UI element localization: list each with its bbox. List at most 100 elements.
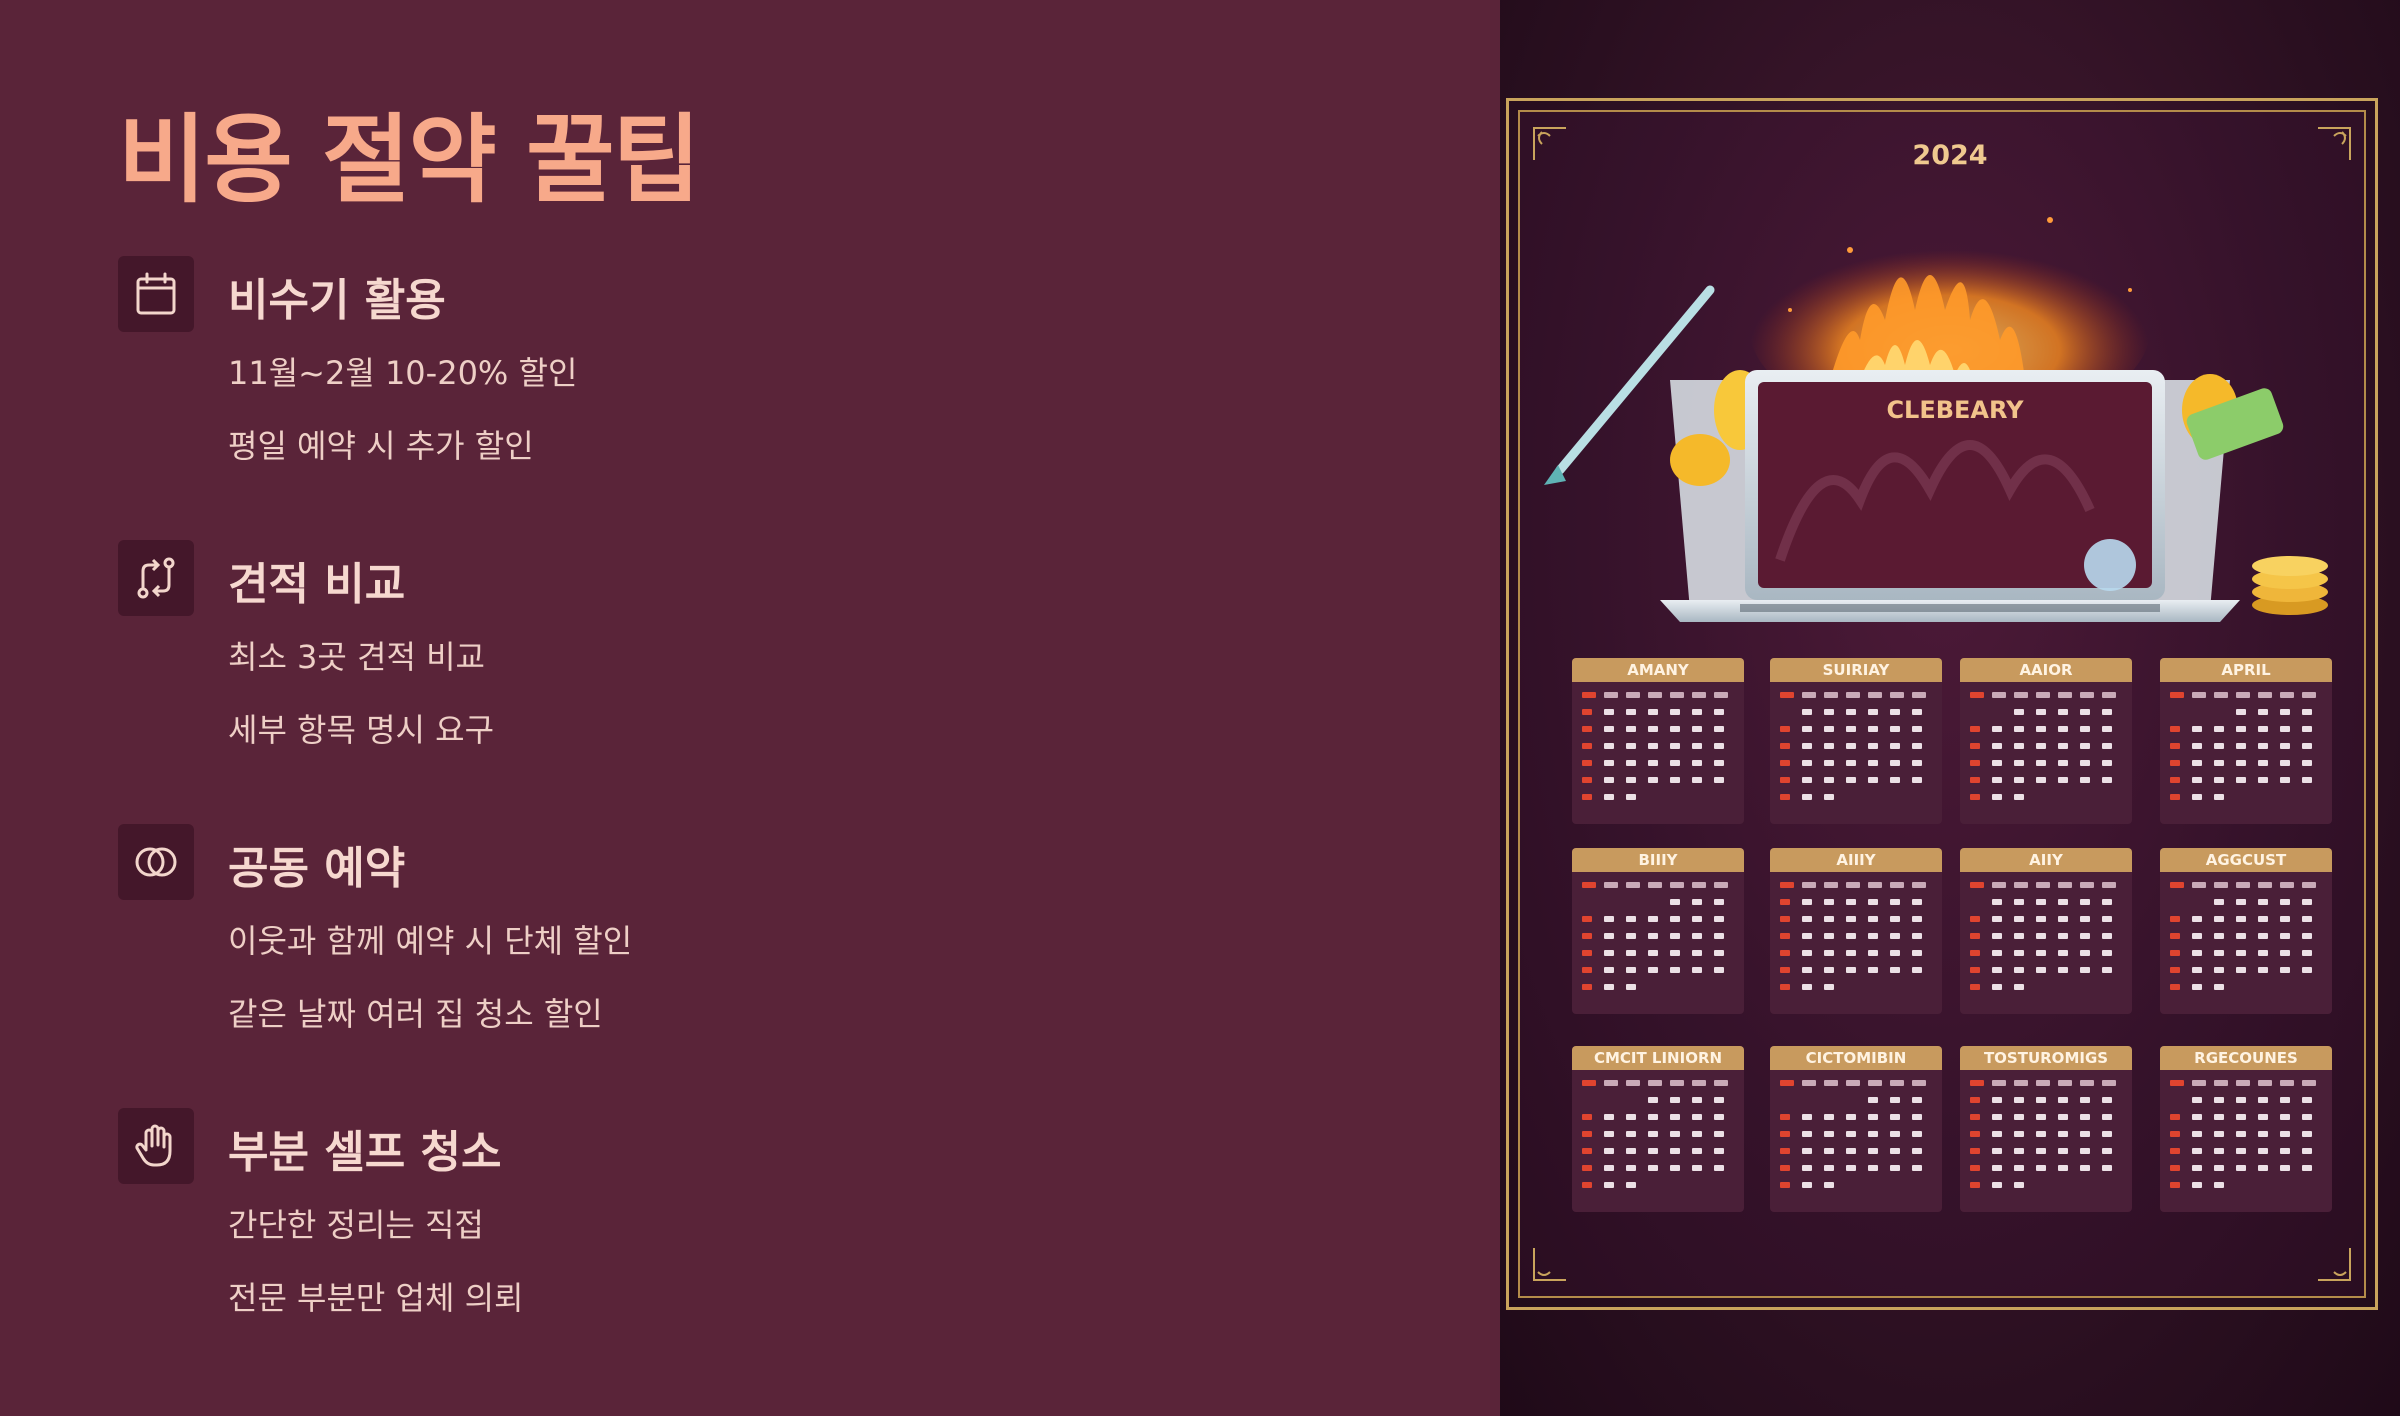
day-cell bbox=[1780, 743, 1790, 749]
day-cell bbox=[2102, 1114, 2112, 1120]
day-cell bbox=[2036, 1148, 2046, 1154]
day-cell bbox=[2080, 692, 2094, 698]
month-block: AMANY bbox=[1572, 658, 1744, 824]
month-block: TOSTUROMIGS bbox=[1960, 1046, 2132, 1212]
day-cell bbox=[1912, 1148, 1922, 1154]
day-cell bbox=[2170, 967, 2180, 973]
day-cell bbox=[1846, 1080, 1860, 1086]
day-cell bbox=[1912, 967, 1922, 973]
day-cell bbox=[1912, 1131, 1922, 1137]
day-cell bbox=[1970, 967, 1980, 973]
day-cell bbox=[2214, 726, 2224, 732]
month-name: TOSTUROMIGS bbox=[1960, 1046, 2132, 1070]
day-cell bbox=[1648, 967, 1658, 973]
day-cell bbox=[2214, 882, 2228, 888]
month-block: APRIL bbox=[2160, 658, 2332, 824]
day-cell bbox=[1824, 726, 1834, 732]
day-cell bbox=[1604, 692, 1618, 698]
day-cell bbox=[1890, 692, 1904, 698]
month-day-grid bbox=[1970, 882, 2116, 990]
day-cell bbox=[1802, 1114, 1812, 1120]
day-cell bbox=[2014, 950, 2024, 956]
day-cell bbox=[1890, 760, 1900, 766]
ornament-icon bbox=[1533, 1248, 1566, 1281]
month-day-grid bbox=[2170, 882, 2316, 990]
day-cell bbox=[1692, 967, 1702, 973]
day-cell bbox=[2102, 692, 2116, 698]
day-cell bbox=[2302, 777, 2312, 783]
day-cell bbox=[1992, 692, 2006, 698]
day-cell bbox=[2302, 967, 2312, 973]
day-cell bbox=[2036, 726, 2046, 732]
day-cell bbox=[2236, 692, 2250, 698]
day-cell bbox=[1626, 1131, 1636, 1137]
day-cell bbox=[2102, 726, 2112, 732]
day-cell bbox=[1868, 899, 1878, 905]
day-cell bbox=[1992, 950, 2002, 956]
day-cell bbox=[1970, 1165, 1980, 1171]
day-cell bbox=[2214, 933, 2224, 939]
day-cell bbox=[1604, 726, 1614, 732]
day-cell bbox=[2258, 1097, 2268, 1103]
day-cell bbox=[2102, 899, 2112, 905]
day-cell bbox=[1868, 1131, 1878, 1137]
day-cell bbox=[1648, 1165, 1658, 1171]
day-cell bbox=[1868, 726, 1878, 732]
day-cell bbox=[1780, 933, 1790, 939]
day-cell bbox=[1626, 760, 1636, 766]
day-cell bbox=[1802, 743, 1812, 749]
day-cell bbox=[1648, 777, 1658, 783]
day-cell bbox=[1626, 692, 1640, 698]
day-cell bbox=[1780, 760, 1790, 766]
day-cell bbox=[2080, 1148, 2090, 1154]
day-cell bbox=[2258, 726, 2268, 732]
day-cell bbox=[1992, 1097, 2002, 1103]
day-cell bbox=[2058, 1114, 2068, 1120]
day-cell bbox=[1714, 899, 1724, 905]
day-cell bbox=[2236, 709, 2246, 715]
day-cell bbox=[2236, 916, 2246, 922]
day-cell bbox=[2302, 726, 2312, 732]
coin-stack-icon bbox=[2252, 556, 2328, 615]
day-cell bbox=[2302, 743, 2312, 749]
day-cell bbox=[1846, 692, 1860, 698]
day-cell bbox=[1780, 1182, 1790, 1188]
day-cell bbox=[2102, 1097, 2112, 1103]
day-cell bbox=[1648, 916, 1658, 922]
tip-title: 부분 셀프 청소 bbox=[228, 1127, 502, 1178]
day-cell bbox=[1824, 933, 1834, 939]
day-cell bbox=[1692, 692, 1706, 698]
day-cell bbox=[1868, 760, 1878, 766]
day-cell bbox=[1802, 950, 1812, 956]
day-cell bbox=[1670, 933, 1680, 939]
day-cell bbox=[2036, 1080, 2050, 1086]
overlapping-circles-icon bbox=[118, 824, 194, 900]
day-cell bbox=[2258, 899, 2268, 905]
day-cell bbox=[1846, 777, 1856, 783]
day-cell bbox=[2058, 743, 2068, 749]
day-cell bbox=[2080, 1097, 2090, 1103]
day-cell bbox=[2302, 1080, 2316, 1086]
day-cell bbox=[2236, 1165, 2246, 1171]
tip-line: 이웃과 함께 예약 시 단체 할인 bbox=[228, 922, 633, 960]
poster-illustration: CLEBEARY bbox=[1544, 217, 2328, 622]
day-cell bbox=[1714, 777, 1724, 783]
day-cell bbox=[2258, 916, 2268, 922]
day-cell bbox=[1992, 984, 2002, 990]
day-cell bbox=[2258, 933, 2268, 939]
day-cell bbox=[1912, 950, 1922, 956]
day-cell bbox=[2192, 760, 2202, 766]
day-cell bbox=[1648, 1080, 1662, 1086]
day-cell bbox=[2192, 1080, 2206, 1086]
day-cell bbox=[1970, 1148, 1980, 1154]
day-cell bbox=[2170, 1114, 2180, 1120]
day-cell bbox=[1626, 777, 1636, 783]
day-cell bbox=[2036, 1165, 2046, 1171]
day-cell bbox=[1648, 760, 1658, 766]
day-cell bbox=[1912, 743, 1922, 749]
day-cell bbox=[2036, 882, 2050, 888]
day-cell bbox=[1582, 726, 1592, 732]
day-cell bbox=[1582, 1080, 1596, 1086]
day-cell bbox=[1802, 984, 1812, 990]
month-day-grid bbox=[2170, 692, 2316, 800]
